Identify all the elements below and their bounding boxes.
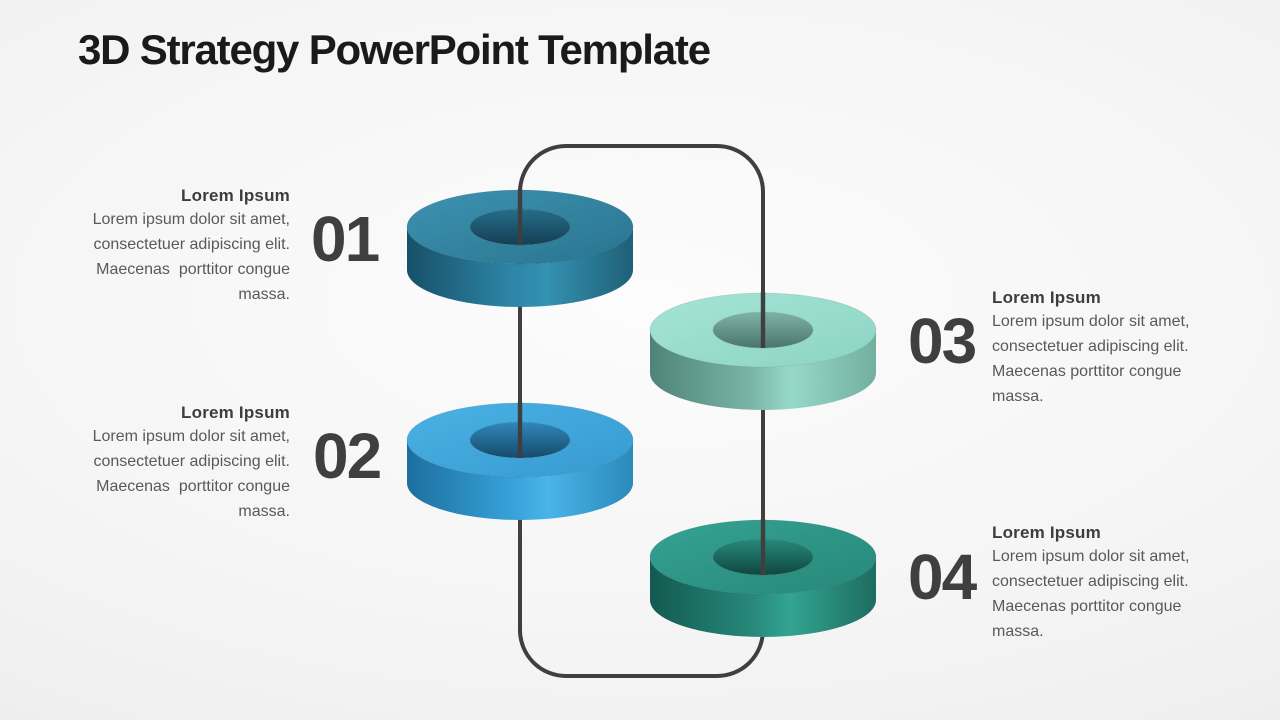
- ring-3d-step-03: [647, 292, 879, 416]
- step-number-03: 03: [908, 305, 977, 377]
- text-block-02-heading: Lorem Ipsum: [181, 403, 290, 422]
- text-block-02: Lorem Ipsum Lorem ipsum dolor sit amet, …: [93, 402, 290, 524]
- body-line: consectetuer adipiscing elit.: [992, 573, 1189, 590]
- body-line: Lorem ipsum dolor sit amet,: [992, 548, 1190, 565]
- body-line: Lorem ipsum dolor sit amet,: [92, 428, 290, 445]
- body-line: Maecenas porttitor congue: [96, 261, 290, 278]
- body-line: massa.: [992, 623, 1044, 640]
- text-block-03-heading: Lorem Ipsum: [992, 288, 1101, 307]
- text-block-04-heading: Lorem Ipsum: [992, 523, 1101, 542]
- body-line: Maecenas porttitor congue: [96, 478, 290, 495]
- body-line: massa.: [238, 503, 290, 520]
- body-line: consectetuer adipiscing elit.: [93, 236, 290, 253]
- slide-title: 3D Strategy PowerPoint Template: [78, 26, 711, 73]
- body-line: consectetuer adipiscing elit.: [992, 338, 1189, 355]
- ring-3d-step-02: [404, 402, 636, 526]
- body-line: Lorem ipsum dolor sit amet,: [92, 211, 290, 228]
- text-block-04: Lorem Ipsum Lorem ipsum dolor sit amet, …: [992, 522, 1189, 644]
- step-number-04: 04: [908, 541, 977, 613]
- text-block-01-heading: Lorem Ipsum: [181, 186, 290, 205]
- step-number-01: 01: [311, 203, 380, 275]
- step-number-02: 02: [313, 420, 382, 492]
- body-line: massa.: [238, 286, 290, 303]
- body-line: Maecenas porttitor congue: [992, 598, 1182, 615]
- body-line: massa.: [992, 388, 1044, 405]
- ring-3d-step-04: [647, 519, 879, 643]
- body-line: Maecenas porttitor congue: [992, 363, 1182, 380]
- ring-3d-step-01: [404, 189, 636, 313]
- body-line: Lorem ipsum dolor sit amet,: [992, 313, 1190, 330]
- body-line: consectetuer adipiscing elit.: [93, 453, 290, 470]
- text-block-03: Lorem Ipsum Lorem ipsum dolor sit amet, …: [992, 287, 1189, 409]
- text-block-01: Lorem Ipsum Lorem ipsum dolor sit amet, …: [93, 185, 290, 307]
